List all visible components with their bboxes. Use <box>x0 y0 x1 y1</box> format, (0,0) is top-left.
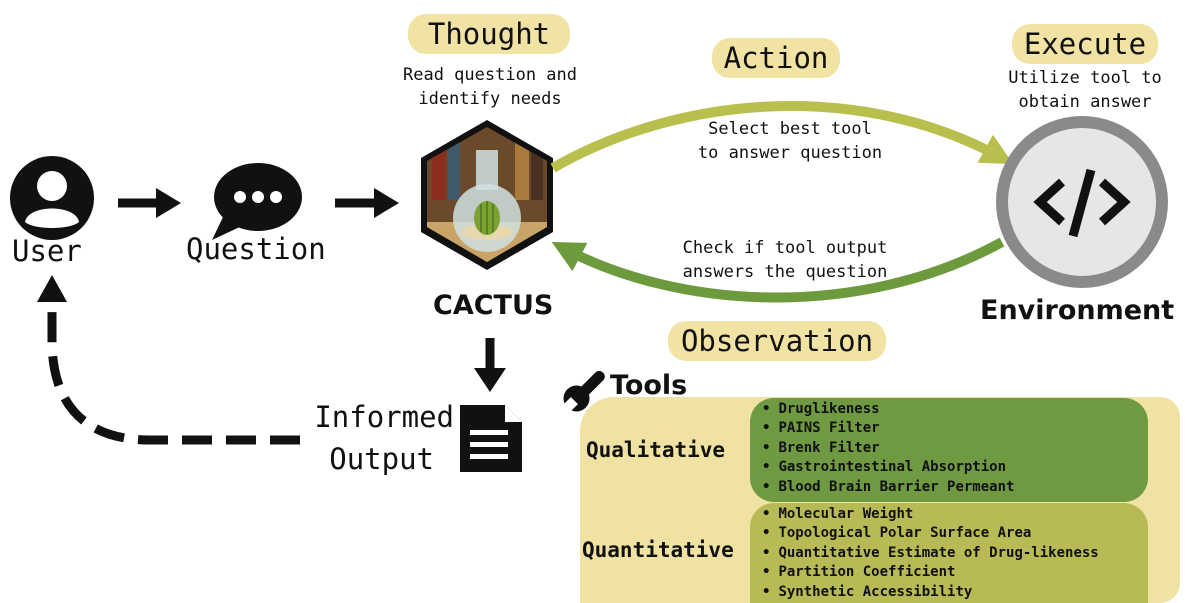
execute-desc-line1: Utilize tool to <box>1008 68 1162 88</box>
tool-partition-coefficient: Partition Coefficient <box>762 563 1148 582</box>
user-label: User <box>12 234 82 268</box>
speech-bubble-icon <box>212 163 302 240</box>
cactus-flask-icon <box>421 120 553 270</box>
arrow-user-to-question <box>118 188 181 218</box>
arrow-question-to-cactus <box>335 188 399 218</box>
output-label-line1: Informed <box>314 400 454 434</box>
tool-tpsa: Topological Polar Surface Area <box>762 524 1148 543</box>
tool-synthetic-accessibility: Synthetic Accessibility <box>762 583 1148 602</box>
action-desc-line2: to answer question <box>697 143 883 163</box>
quantitative-label: Quantitative <box>582 538 734 562</box>
observation-arrow <box>551 237 1005 303</box>
tool-molecular-weight: Molecular Weight <box>762 505 1148 524</box>
tools-title: Tools <box>610 370 688 401</box>
tool-brenk-filter: Brenk Filter <box>762 439 1148 458</box>
action-label: Action <box>712 38 840 78</box>
observation-label: Observation <box>668 321 886 361</box>
thought-desc-line1: Read question and <box>403 65 577 85</box>
observation-description: Check if tool output answers the questio… <box>660 236 910 284</box>
question-label: Question <box>186 232 326 266</box>
action-description: Select best tool to answer question <box>680 117 900 165</box>
tool-bbb-permeant: Blood Brain Barrier Permeant <box>762 478 1148 497</box>
tool-qed: Quantitative Estimate of Drug-likeness <box>762 544 1148 563</box>
qualitative-list: Druglikeness PAINS Filter Brenk Filter G… <box>762 400 1148 497</box>
thought-desc-line2: identify needs <box>418 89 562 109</box>
user-icon <box>10 156 94 240</box>
execute-desc-line2: obtain answer <box>1018 92 1152 112</box>
qualitative-label: Qualitative <box>586 438 726 462</box>
qualitative-group: Druglikeness PAINS Filter Brenk Filter G… <box>750 398 1148 502</box>
action-arrow <box>550 101 1014 173</box>
execute-label: Execute <box>1012 24 1158 64</box>
observation-desc-line1: Check if tool output <box>682 238 888 258</box>
thought-label: Thought <box>408 14 570 54</box>
action-desc-line1: Select best tool <box>708 119 872 139</box>
quantitative-group: Molecular Weight Topological Polar Surfa… <box>750 503 1148 603</box>
tool-druglikeness: Druglikeness <box>762 400 1148 419</box>
quantitative-list: Molecular Weight Topological Polar Surfa… <box>762 505 1148 602</box>
cactus-label: CACTUS <box>433 290 554 321</box>
observation-desc-line2: answers the question <box>682 262 888 282</box>
environment-label: Environment <box>980 295 1175 326</box>
arrow-output-to-user <box>37 275 300 445</box>
tool-pains-filter: PAINS Filter <box>762 419 1148 438</box>
code-icon <box>996 116 1168 288</box>
arrow-cactus-to-output <box>474 338 506 392</box>
output-label-line2: Output <box>329 442 434 476</box>
thought-description: Read question and identify needs <box>380 63 600 111</box>
tool-gi-absorption: Gastrointestinal Absorption <box>762 458 1148 477</box>
wrench-icon <box>560 370 605 415</box>
document-icon <box>460 405 522 472</box>
execute-description: Utilize tool to obtain answer <box>990 66 1180 114</box>
